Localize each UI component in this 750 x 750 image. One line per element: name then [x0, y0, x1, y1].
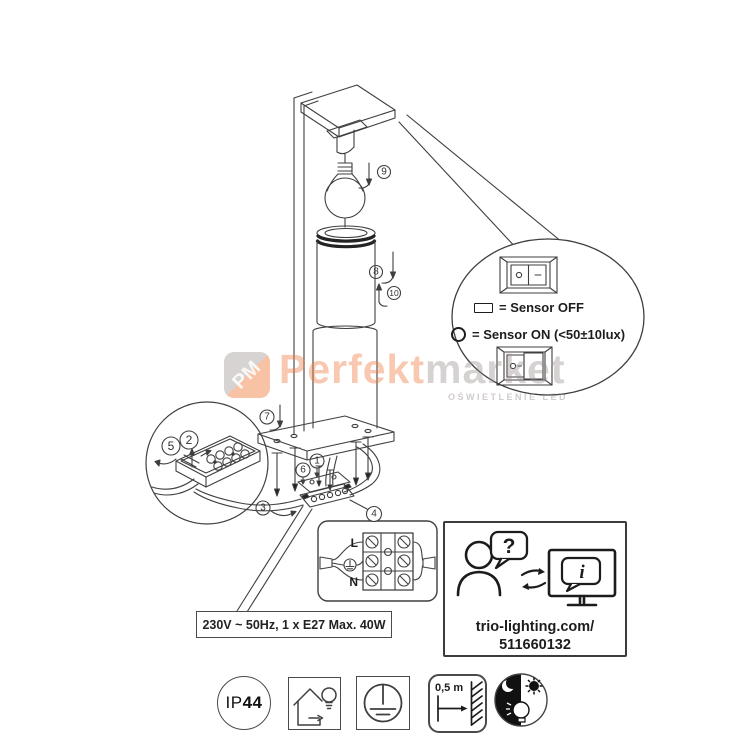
step-9-marker — [358, 162, 392, 189]
day-night-sensor-icon — [494, 673, 548, 727]
moon-icon — [502, 677, 518, 692]
post-column — [312, 325, 378, 429]
rocker-switch-off-icon — [499, 256, 558, 294]
min-distance-badge: 0,5 m — [428, 674, 487, 733]
protective-earth-badge — [356, 676, 410, 730]
terminal-connector — [299, 483, 355, 508]
switch-on-symbol-icon — [451, 327, 466, 342]
step-10-marker — [375, 283, 402, 307]
sun-icon — [525, 677, 543, 695]
mains-cable — [193, 443, 381, 613]
support-url-line1: trio-lighting.com/ — [475, 619, 595, 635]
support-illustration: ? i — [456, 530, 617, 607]
bulb-glow-icon — [506, 701, 530, 723]
neutral-wire-label: N — [349, 575, 358, 589]
step-6-marker — [295, 462, 311, 485]
distance-label: 0,5 m — [435, 682, 463, 694]
rocker-switch-on-icon — [496, 346, 553, 386]
switch-off-symbol-icon — [474, 302, 493, 313]
day-night-sensor-badge — [494, 673, 548, 727]
step-1-marker — [309, 453, 325, 478]
sensor-off-label: = Sensor OFF — [499, 300, 584, 315]
step-number-8: 8 — [373, 267, 379, 278]
step-number-10: 10 — [389, 288, 399, 298]
earth-symbol-icon — [343, 558, 357, 572]
step-8-marker — [368, 251, 397, 284]
step-3-marker — [255, 500, 297, 517]
question-bubble-icon — [489, 530, 529, 570]
step-2-marker — [179, 430, 212, 468]
info-bubble-icon — [560, 556, 602, 593]
step-number-1: 1 — [314, 456, 320, 467]
step-number-3: 3 — [260, 503, 266, 514]
step-number-5: 5 — [168, 439, 175, 453]
step-4-marker — [349, 499, 383, 523]
min-distance-icon: 0,5 m — [435, 681, 483, 726]
callout-tail-lines — [398, 114, 563, 251]
junction-box-callout — [145, 401, 269, 525]
lamp-head — [300, 84, 396, 164]
mounting-bracket — [297, 471, 351, 493]
glass-cylinder — [315, 225, 377, 330]
step-5-marker — [154, 436, 181, 467]
step-number-4: 4 — [371, 509, 377, 520]
step-number-7: 7 — [264, 412, 270, 423]
step-7-marker — [259, 404, 284, 431]
question-symbol: ? — [503, 535, 516, 558]
watermark-brand-secondary: market — [425, 346, 566, 392]
electrical-spec-text: 230V ~ 50Hz, 1 x E27 Max. 40W — [202, 617, 386, 632]
sensor-off-row: = Sensor OFF — [474, 300, 584, 315]
wiring-diagram — [317, 520, 438, 602]
support-info-box: ? i trio-lighting.com/ 511660132 — [443, 521, 627, 657]
outdoor-use-badge — [288, 677, 341, 730]
watermark-logo-icon: PM — [224, 352, 270, 398]
step-number-9: 9 — [381, 167, 387, 178]
watermark-brand: Perfektmarket — [279, 344, 566, 394]
watermark-subtitle: OŚWIETLENIE LED — [448, 392, 569, 402]
step-number-6: 6 — [300, 465, 306, 476]
sensor-on-row: = Sensor ON (<50±10lux) — [451, 327, 625, 342]
info-symbol: i — [579, 562, 585, 583]
protective-earth-icon — [363, 683, 403, 723]
live-wire-label: L — [351, 536, 358, 550]
step-number-2: 2 — [186, 433, 193, 447]
exchange-arrows-icon — [520, 568, 547, 590]
light-bulb — [324, 162, 366, 228]
base-plate — [257, 415, 395, 461]
watermark-logo-initials: PM — [228, 356, 266, 394]
watermark-brand-primary: Perfekt — [279, 346, 426, 392]
anchor-screws — [271, 436, 374, 497]
outdoor-use-icon — [293, 687, 337, 726]
lamp-frame — [293, 91, 319, 435]
watermark: PM Perfektmarket — [224, 344, 566, 398]
sensor-on-label: = Sensor ON (<50±10lux) — [472, 327, 626, 342]
ip-rating-value: 44 — [242, 693, 263, 712]
ip-rating-prefix: IP — [225, 693, 243, 712]
support-url-line2: 511660132 — [499, 637, 571, 653]
electrical-spec-box: 230V ~ 50Hz, 1 x E27 Max. 40W — [196, 611, 392, 638]
